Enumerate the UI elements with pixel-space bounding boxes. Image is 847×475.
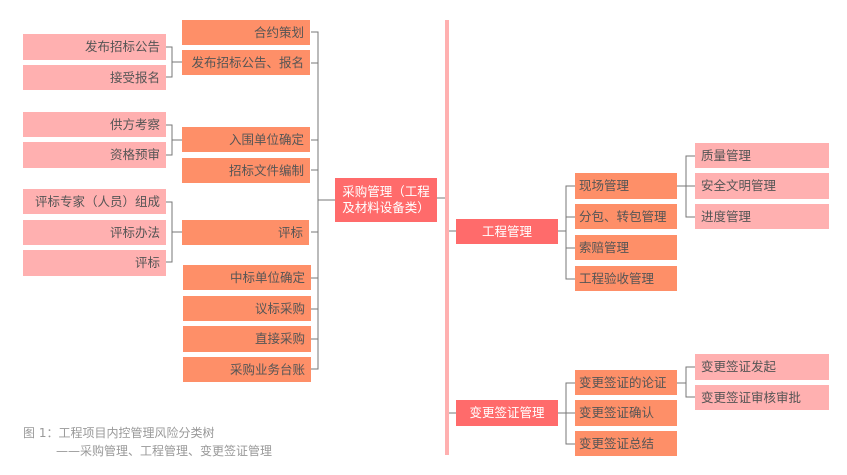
caption-line2: ——采购管理、工程管理、变更签证管理 xyxy=(56,444,273,458)
node-change-approval: 变更签证审核审批 xyxy=(695,385,829,410)
node-claims: 索赔管理 xyxy=(575,235,677,260)
node-tender-docs: 招标文件编制 xyxy=(182,158,310,183)
node-change-summary: 变更签证总结 xyxy=(575,431,677,456)
node-ledger: 采购业务台账 xyxy=(183,357,311,382)
node-registration: 接受报名 xyxy=(23,65,166,90)
node-expert-panel: 评标专家（人员）组成 xyxy=(23,189,166,214)
node-announce: 发布招标公告 xyxy=(23,34,166,60)
node-change-confirm: 变更签证确认 xyxy=(575,400,677,426)
node-subcontract: 分包、转包管理 xyxy=(575,204,677,229)
node-safety: 安全文明管理 xyxy=(695,173,829,199)
node-negotiated: 议标采购 xyxy=(183,296,311,321)
node-acceptance: 工程验收管理 xyxy=(575,266,677,291)
node-supplier-inspection: 供方考察 xyxy=(23,112,166,137)
root-change: 变更签证管理 xyxy=(456,400,558,426)
node-change-argument: 变更签证的论证 xyxy=(575,370,677,395)
node-shortlist: 入围单位确定 xyxy=(182,127,310,152)
node-prequalification: 资格预审 xyxy=(23,142,166,168)
node-quality: 质量管理 xyxy=(695,143,829,168)
node-announce-register: 发布招标公告、报名 xyxy=(182,50,310,75)
node-change-initiate: 变更签证发起 xyxy=(695,354,829,380)
root-engineering: 工程管理 xyxy=(456,219,558,244)
node-schedule: 进度管理 xyxy=(695,204,829,229)
divider-bar xyxy=(445,20,449,455)
figure-caption: 图 1：工程项目内控管理风险分类树 ——采购管理、工程管理、变更签证管理 xyxy=(23,424,272,460)
node-winner: 中标单位确定 xyxy=(183,265,311,290)
node-contract-planning: 合约策划 xyxy=(182,20,310,45)
node-direct: 直接采购 xyxy=(183,326,311,352)
node-evaluation-leaf: 评标 xyxy=(23,250,166,276)
root-procurement: 采购管理（工程及材料设备类） xyxy=(335,178,437,222)
node-evaluation-method: 评标办法 xyxy=(23,220,166,245)
node-evaluation: 评标 xyxy=(182,220,309,245)
caption-line1: 图 1：工程项目内控管理风险分类树 xyxy=(23,426,215,440)
node-site: 现场管理 xyxy=(575,173,677,199)
